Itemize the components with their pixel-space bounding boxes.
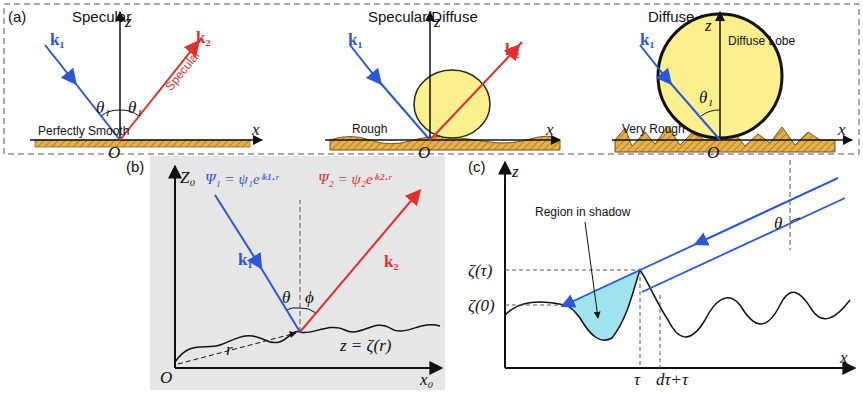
surface-equation: z = ζ(r) — [340, 336, 391, 356]
ray-label: Specular — [163, 48, 204, 94]
wave-vector: k₂ — [505, 40, 520, 60]
origin-label: O — [108, 143, 120, 163]
height-label: ζ(0) — [468, 296, 495, 316]
panel-label: (a) — [8, 8, 26, 25]
height-label: ζ(τ) — [468, 261, 492, 281]
wave-vector: k₁ — [238, 250, 253, 270]
angle-label: θ₁ — [699, 88, 713, 108]
shadow-label: Region in shadow — [535, 205, 630, 219]
wave-vector: k₁ — [50, 30, 65, 50]
axis-label: x — [252, 120, 260, 140]
wave-vector: k₁ — [640, 30, 655, 50]
origin-label: O — [707, 143, 719, 163]
panel-title: Specular/Diffuse — [368, 8, 478, 25]
origin-label: O — [418, 143, 430, 163]
axis-label: z — [434, 12, 441, 32]
position-vector: r — [226, 340, 233, 360]
lobe-label: Diffuse Lobe — [728, 34, 795, 48]
wave-equation: Ψ₁ = ψ₁eⁱᵏ¹·ʳ — [205, 168, 278, 188]
wave-vector: k₁ — [348, 30, 363, 50]
axis-label: x₀ — [420, 370, 433, 390]
angle-label: θ₁ — [128, 98, 142, 118]
wave-equation: Ψ₂ = ψ₂eⁱᵏ²·ʳ — [318, 168, 391, 188]
panel-title: Specular — [72, 8, 131, 25]
surface-label: Perfectly Smooth — [38, 124, 129, 138]
angle-label: θ₁ — [96, 98, 110, 118]
origin-label: O — [160, 368, 172, 388]
position-label: dτ+τ — [656, 370, 688, 390]
axis-label: z — [125, 12, 132, 32]
axis-label: x — [546, 120, 554, 140]
angle-label: θ — [282, 288, 290, 308]
axis-label: x — [838, 120, 846, 140]
axis-label: z — [705, 16, 712, 36]
surface-label: Very Rough — [622, 122, 685, 136]
angle-label: θ — [774, 214, 782, 234]
position-label: τ — [634, 370, 640, 390]
panel-label: (b) — [126, 158, 144, 175]
axis-label: z — [512, 162, 519, 182]
surface-label: Rough — [352, 122, 387, 136]
panel-label: (c) — [468, 158, 486, 175]
wave-vector: k₂ — [196, 28, 211, 48]
wave-vector: k₂ — [384, 252, 399, 272]
axis-label: x — [840, 348, 848, 368]
panel-title: Diffuse — [648, 8, 694, 25]
angle-label: ϕ — [305, 288, 314, 308]
axis-label: Z₀ — [180, 168, 195, 188]
